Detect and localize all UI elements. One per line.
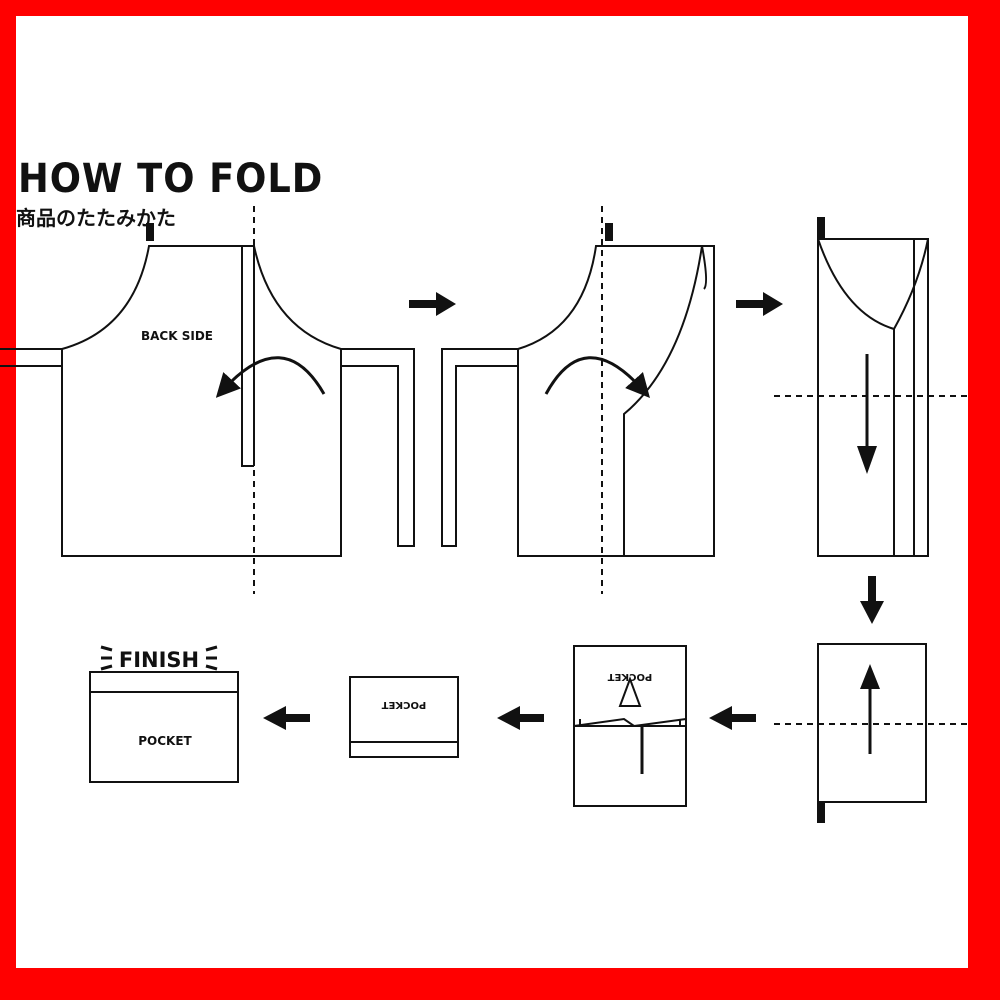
finish-pocket-label: POCKET [138, 734, 192, 748]
step3-down-arrow [857, 446, 877, 474]
finish-label: FINISH [119, 648, 199, 672]
step1-apron [0, 223, 415, 557]
folding-diagram: BACK SIDE [0, 0, 984, 984]
step-arrow-6-head [263, 706, 286, 730]
step-arrow-3-head [860, 601, 884, 624]
image-border [0, 0, 984, 984]
step-arrow-1-head [436, 292, 456, 316]
step2-apron [441, 223, 715, 557]
step6-pocket-label: POCKET [382, 699, 427, 710]
back-side-label: BACK SIDE [141, 329, 213, 343]
step-arrow-2-head [763, 292, 783, 316]
step5-pocket-label: POCKET [608, 671, 653, 682]
step4-up-arrow [860, 664, 880, 689]
step3-apron [817, 217, 929, 557]
step-arrow-4-head [709, 706, 732, 730]
finish-apron [89, 671, 239, 783]
step-arrow-5-head [497, 706, 520, 730]
finish-burst-icon [100, 645, 218, 671]
step5-apron [573, 645, 687, 807]
step6-apron [349, 676, 459, 758]
diagram-title: HOW TO FOLD [18, 156, 324, 202]
